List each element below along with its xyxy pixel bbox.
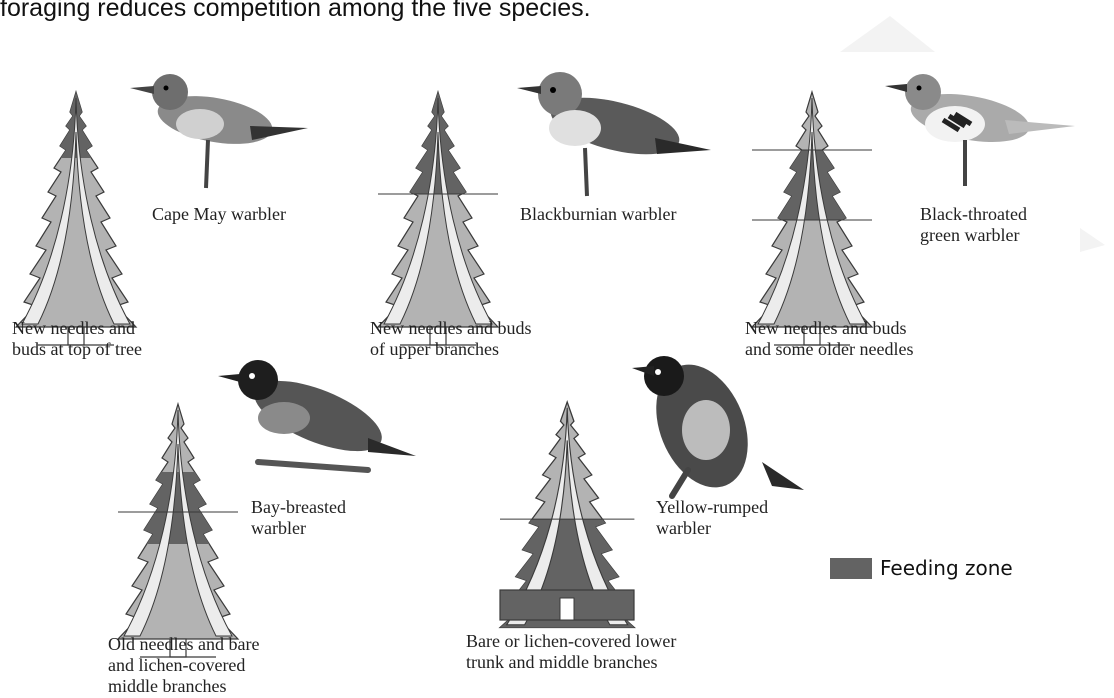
- feeding-zone: [752, 150, 872, 220]
- feeding-zone: [118, 472, 238, 544]
- watermark-triangle: [840, 16, 935, 52]
- species-name-blackburnian: Blackburnian warbler: [520, 204, 676, 225]
- watermark-triangle: [1080, 228, 1105, 252]
- zone-desc-blackburnian-line2: of upper branches: [370, 339, 499, 360]
- legend-swatch-feeding-zone: [830, 558, 872, 579]
- blackburnian-warbler-illustration: [517, 72, 711, 196]
- zone-desc-yellow-rumped-line2: trunk and middle branches: [466, 652, 657, 673]
- tree-bay-breasted: [118, 404, 238, 657]
- zone-desc-bay-breasted-line1: Old needles and bare: [108, 634, 259, 655]
- species-name-black-throated-line1: Black-throated: [920, 204, 1027, 225]
- species-name-cape-may: Cape May warbler: [152, 204, 286, 225]
- zone-desc-bay-breasted-line3: middle branches: [108, 676, 226, 697]
- species-name-bay-breasted-line2: warbler: [251, 518, 306, 539]
- zone-desc-cape-may-line1: New needles and: [12, 318, 135, 339]
- tree-black-throated-green: [752, 92, 872, 345]
- zone-desc-yellow-rumped-line1: Bare or lichen-covered lower: [466, 631, 676, 652]
- zone-desc-black-throated-line2: and some older needles: [745, 339, 913, 360]
- zone-desc-blackburnian-line1: New needles and buds: [370, 318, 531, 339]
- species-name-black-throated-line2: green warbler: [920, 225, 1019, 246]
- black-throated-green-warbler-illustration: [885, 74, 1075, 186]
- yellow-rumped-warbler-illustration: [632, 351, 804, 501]
- tree-cape-may: [16, 92, 136, 345]
- tree-yellow-rumped: [500, 402, 634, 634]
- zone-desc-black-throated-line1: New needles and buds: [745, 318, 906, 339]
- species-name-yellow-rumped-line1: Yellow-rumped: [656, 497, 768, 518]
- tree-trunk: [560, 598, 574, 620]
- zone-desc-bay-breasted-line2: and lichen-covered: [108, 655, 245, 676]
- bay-breasted-warbler-illustration: [218, 360, 416, 470]
- tree-blackburnian: [378, 92, 498, 345]
- cape-may-warbler-illustration: [130, 74, 308, 188]
- species-name-bay-breasted-line1: Bay-breasted: [251, 497, 346, 518]
- legend-label: Feeding zone: [880, 556, 1013, 580]
- zone-desc-cape-may-line2: buds at top of tree: [12, 339, 142, 360]
- species-name-yellow-rumped-line2: warbler: [656, 518, 711, 539]
